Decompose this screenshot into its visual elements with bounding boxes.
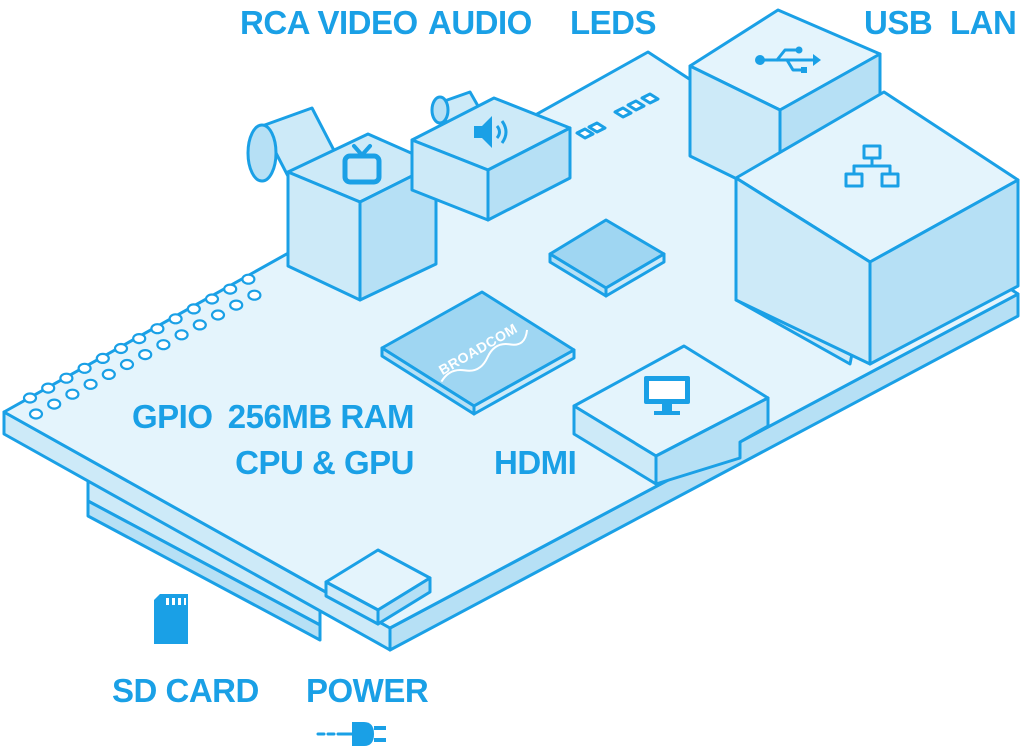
label-audio: AUDIO (428, 4, 532, 41)
label-ram: 256MB RAM (228, 398, 414, 435)
gpio-pin (138, 349, 153, 361)
sd-card-icon (154, 594, 188, 644)
audio-block (410, 96, 572, 222)
gpio-pin (229, 299, 244, 311)
label-leds: LEDS (570, 4, 656, 41)
gpio-pin (174, 329, 189, 341)
monitor-icon (644, 376, 690, 415)
label-usb: USB (864, 4, 932, 41)
gpio-pin (223, 283, 238, 295)
gpio-pin (150, 323, 165, 335)
gpio-pin (83, 378, 98, 390)
gpio-pin (210, 309, 226, 321)
label-gpio: GPIO (132, 398, 213, 435)
power-connector (324, 548, 432, 626)
network-icon (844, 144, 900, 188)
gpio-pin (241, 273, 256, 285)
gpio-pin (113, 342, 129, 355)
status-leds (575, 92, 660, 140)
gpio-pin (119, 358, 135, 371)
gpio-pin-header (22, 273, 262, 420)
ram-chip (548, 218, 666, 298)
label-hdmi: HDMI (494, 444, 576, 481)
gpio-pin (101, 368, 116, 380)
gpio-pin (77, 362, 92, 374)
lan-block (734, 90, 1020, 366)
label-lan: LAN (950, 4, 1016, 41)
gpio-pin (22, 392, 38, 404)
hdmi-connector (572, 344, 770, 486)
gpio-pin (204, 293, 220, 305)
gpio-pin (47, 398, 62, 410)
tv-icon (342, 144, 382, 185)
label-rca-video: RCA VIDEO (240, 4, 418, 41)
label-sd-card: SD CARD (112, 672, 259, 709)
gpio-pin (168, 313, 183, 325)
gpio-pin (192, 319, 207, 331)
gpio-pin (186, 303, 201, 315)
gpio-pin (95, 352, 110, 364)
gpio-pin (59, 372, 74, 384)
speaker-icon (474, 116, 508, 148)
label-power: POWER (306, 672, 429, 709)
gpio-pin (247, 289, 262, 301)
gpio-pin (156, 339, 171, 351)
rca-video-block (286, 132, 438, 302)
label-cpu-gpu: CPU & GPU (235, 444, 414, 481)
gpio-pin (65, 388, 80, 400)
gpio-pin (28, 408, 44, 420)
power-plug-icon (316, 722, 386, 746)
usb-icon (755, 46, 821, 73)
gpio-pin (41, 382, 56, 394)
broadcom-chip: BROADCOM (380, 290, 576, 416)
gpio-pin (132, 333, 147, 345)
